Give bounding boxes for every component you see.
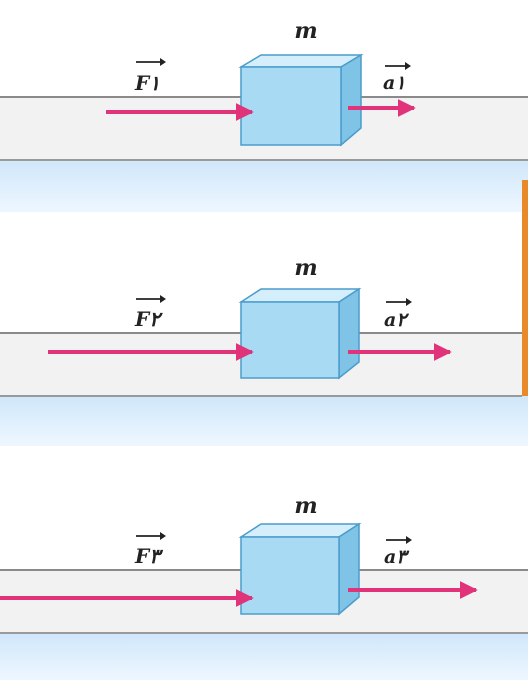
panel-1: m F١ a١ (0, 18, 528, 212)
panel-2: m F٢ a٢ (0, 255, 528, 446)
acceleration-label: a٣ (384, 539, 410, 568)
panel-3: m F٣ a٣ (0, 493, 528, 680)
mass-label: m (294, 493, 317, 519)
water-band (0, 160, 528, 212)
accent-bar (522, 180, 528, 402)
svg-text:F٢: F٢ (134, 307, 163, 331)
vector-arrowheads (160, 58, 412, 544)
svg-text:a٣: a٣ (384, 546, 410, 568)
acceleration-label: a٢ (384, 301, 409, 331)
svg-text:a١: a١ (383, 72, 406, 94)
mass-block (238, 53, 364, 147)
acceleration-label: a١ (383, 65, 406, 94)
force-label: F٢ (134, 298, 163, 331)
mass-block (238, 287, 362, 380)
mass-block (238, 522, 362, 616)
water-band (0, 396, 528, 446)
svg-text:F١: F١ (134, 71, 160, 95)
svg-text:F٣: F٣ (134, 544, 163, 568)
force-label: F١ (134, 61, 160, 95)
water-band (0, 633, 528, 680)
force-label: F٣ (134, 535, 163, 568)
mass-label: m (294, 255, 317, 281)
mass-label: m (294, 18, 317, 44)
svg-text:a٢: a٢ (384, 309, 409, 331)
